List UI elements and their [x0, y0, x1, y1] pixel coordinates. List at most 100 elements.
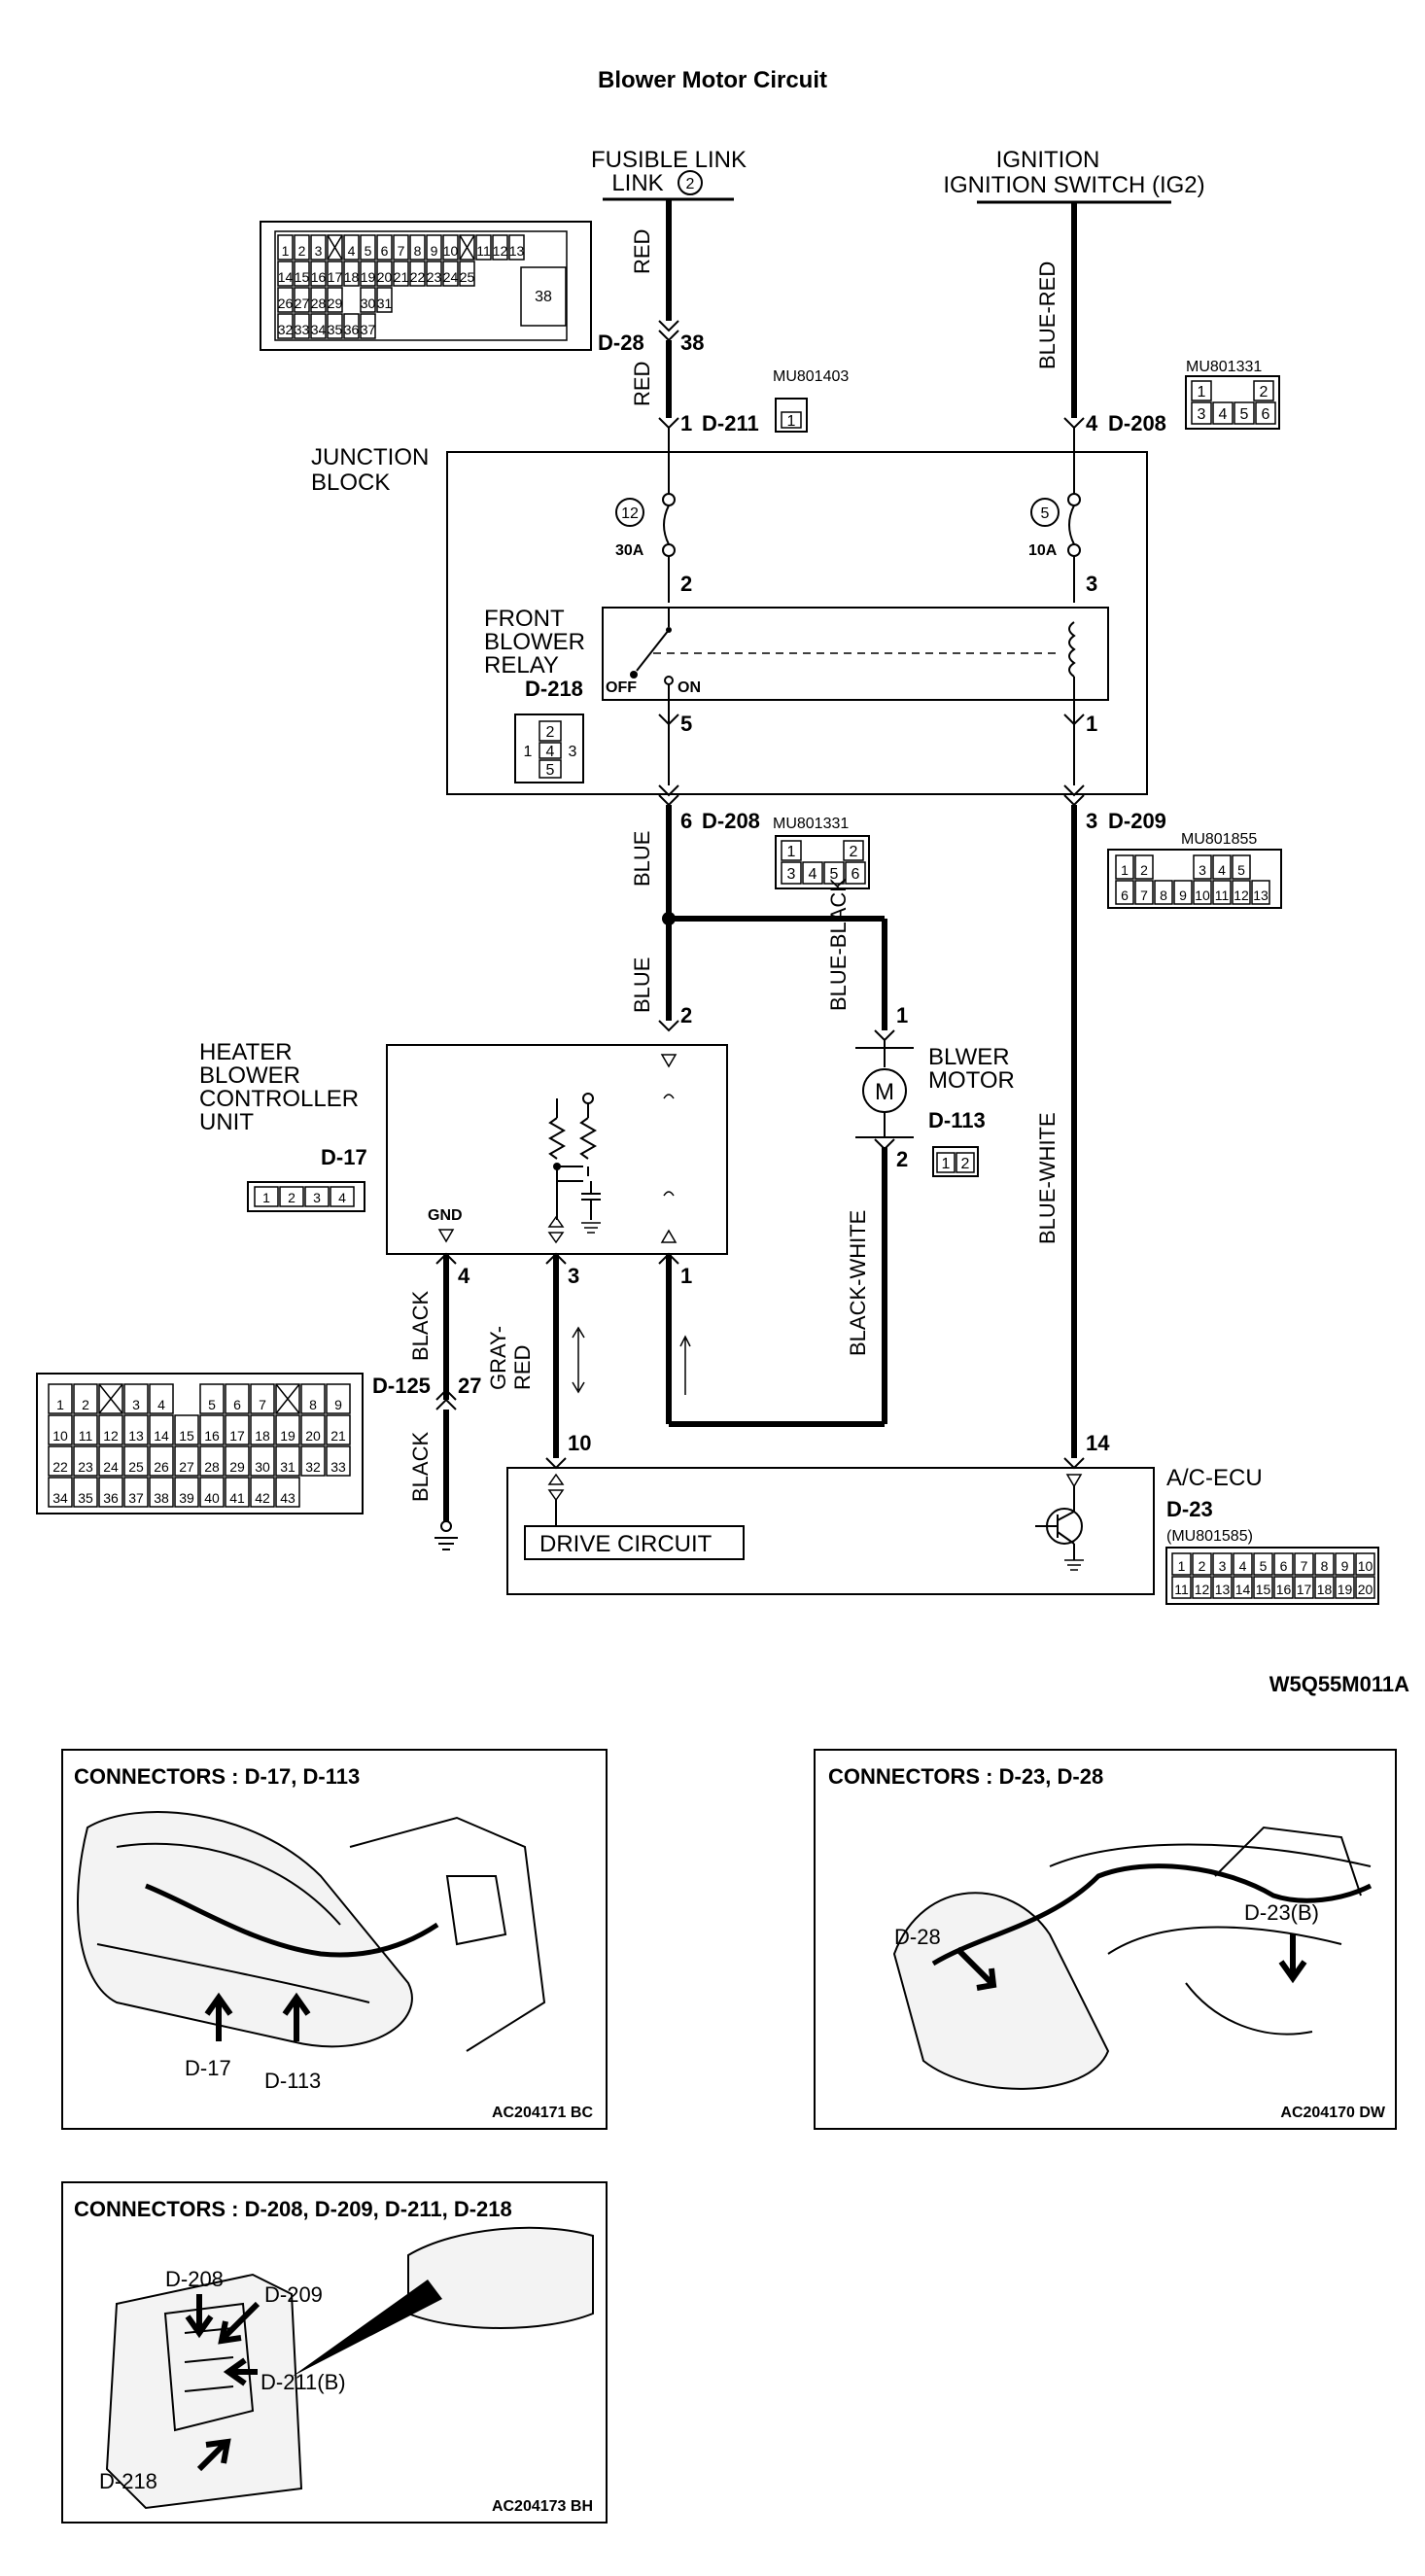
pin-cell [277, 287, 294, 313]
heater-resistor-2 [578, 1117, 598, 1160]
drive-circuit-label: DRIVE CIRCUIT [539, 1531, 712, 1557]
pin-label: 9 [1341, 1558, 1349, 1574]
front-blower-relay-box [602, 607, 1109, 701]
pin-label: 20 [305, 1428, 321, 1444]
connector-d211-pin: 1 [680, 411, 692, 435]
svg-text:5: 5 [546, 762, 555, 779]
connector-d209-pin: 3 [1086, 809, 1097, 833]
relay-coil [1068, 621, 1076, 678]
pin-cell [174, 1477, 199, 1508]
pin-cell [250, 1445, 275, 1477]
pin-label: 21 [394, 269, 409, 285]
pin-label: 30 [361, 296, 376, 311]
ac-ecu-box [506, 1467, 1155, 1595]
connector-d17-label: D-17 [321, 1145, 367, 1169]
pin-cell [1134, 880, 1154, 905]
pin-label: 16 [204, 1428, 220, 1444]
svg-text:6: 6 [1262, 406, 1270, 423]
heater-ground-symbol [581, 1222, 601, 1234]
pin-label: 43 [280, 1490, 295, 1506]
pin-label: 25 [460, 269, 475, 285]
svg-text:1: 1 [787, 844, 796, 860]
pin-cell [1212, 1576, 1233, 1599]
pin-label: 11 [1174, 1582, 1189, 1597]
pin-cell [1294, 1552, 1314, 1576]
connector-d208-bot-pin: 6 [680, 809, 692, 833]
pin-label: 4 [348, 243, 356, 259]
pin-label: 36 [344, 322, 360, 337]
pin-label: 1 [262, 1190, 270, 1205]
heater-label-4: UNIT [199, 1109, 254, 1135]
pin-cell [409, 234, 426, 261]
connector-d125-face [36, 1373, 364, 1514]
connector-d211-cell [781, 411, 802, 429]
pin-cell [123, 1383, 149, 1414]
pin-label: 6 [1280, 1558, 1288, 1574]
ecu-pin-10: 10 [568, 1431, 591, 1455]
pin-cell [1233, 1552, 1253, 1576]
pin-cell [327, 261, 343, 287]
connector-d211-part: MU801403 [773, 368, 849, 385]
motor-pin-1: 1 [896, 1003, 908, 1027]
pin-label: 4 [1218, 862, 1226, 878]
pin-label: 18 [1317, 1582, 1333, 1597]
pin-cell [123, 1414, 149, 1445]
pin-cell [327, 234, 343, 261]
ground-point [440, 1520, 452, 1532]
pin-label: 13 [128, 1428, 144, 1444]
ground-symbol [434, 1537, 458, 1550]
photo-3-label-d209: D-209 [264, 2282, 323, 2307]
relay-label-1: FRONT [484, 606, 565, 632]
photo-1-label-d17: D-17 [185, 2056, 231, 2080]
svg-text:1: 1 [1198, 384, 1206, 400]
relay-off-label: OFF [606, 679, 637, 696]
pin-label: 27 [179, 1459, 194, 1475]
pin-label: 28 [204, 1459, 220, 1475]
pin-cell [1233, 1576, 1253, 1599]
fuse-12-top [662, 493, 676, 506]
pin-label: 8 [309, 1397, 317, 1412]
connector-d17-face [247, 1181, 365, 1212]
connector-d28-face: 38 [260, 221, 592, 351]
connector-d218-label: D-218 [525, 677, 583, 701]
pin-label: 3 [313, 1190, 321, 1205]
pin-label: 2 [288, 1190, 295, 1205]
pin-cell [98, 1445, 123, 1477]
pin-label: 40 [204, 1490, 220, 1506]
pin-cell [199, 1414, 225, 1445]
pin-cell [1193, 880, 1212, 905]
svg-text:1: 1 [524, 744, 533, 760]
pin-cell [393, 261, 409, 287]
wire-label-blue-red: BLUE-RED [1035, 261, 1060, 369]
photo-panel-d23-d28: CONNECTORS : D-23, D-28 D-28 D-23(B) AC2… [814, 1749, 1397, 2130]
pin-label: 5 [208, 1397, 216, 1412]
heater-pin1-terminal [660, 1229, 678, 1243]
pin-cell [225, 1477, 250, 1508]
pin-cell [294, 313, 310, 339]
pin-label: 34 [52, 1490, 68, 1506]
pin-cell [426, 261, 442, 287]
connector-d113-face: 1 2 [932, 1146, 979, 1177]
junction-block-box [446, 451, 1148, 795]
pin-label: 7 [259, 1397, 266, 1412]
pin-cell [279, 1186, 304, 1207]
heater-pin2-chevron [658, 1020, 679, 1032]
heater-pin-1: 1 [680, 1264, 692, 1288]
pin-label: 9 [1179, 888, 1187, 903]
pin-label: 2 [1140, 862, 1148, 878]
pin-label: 6 [233, 1397, 241, 1412]
pin-label: 15 [1256, 1582, 1271, 1597]
pin-label: 31 [377, 296, 393, 311]
pin-label: 27 [295, 296, 310, 311]
ecu-pin10-terminal [547, 1473, 565, 1502]
heater-label-2: BLOWER [199, 1062, 300, 1089]
svg-text:3: 3 [569, 744, 577, 760]
connector-d125-pin: 27 [458, 1374, 481, 1398]
svg-text:2: 2 [546, 724, 555, 741]
pin-label: 12 [1195, 1582, 1210, 1597]
pin-cell [225, 1414, 250, 1445]
pin-label: 1 [1178, 1558, 1186, 1574]
pin-label: 18 [344, 269, 360, 285]
pin-cell [73, 1477, 98, 1508]
